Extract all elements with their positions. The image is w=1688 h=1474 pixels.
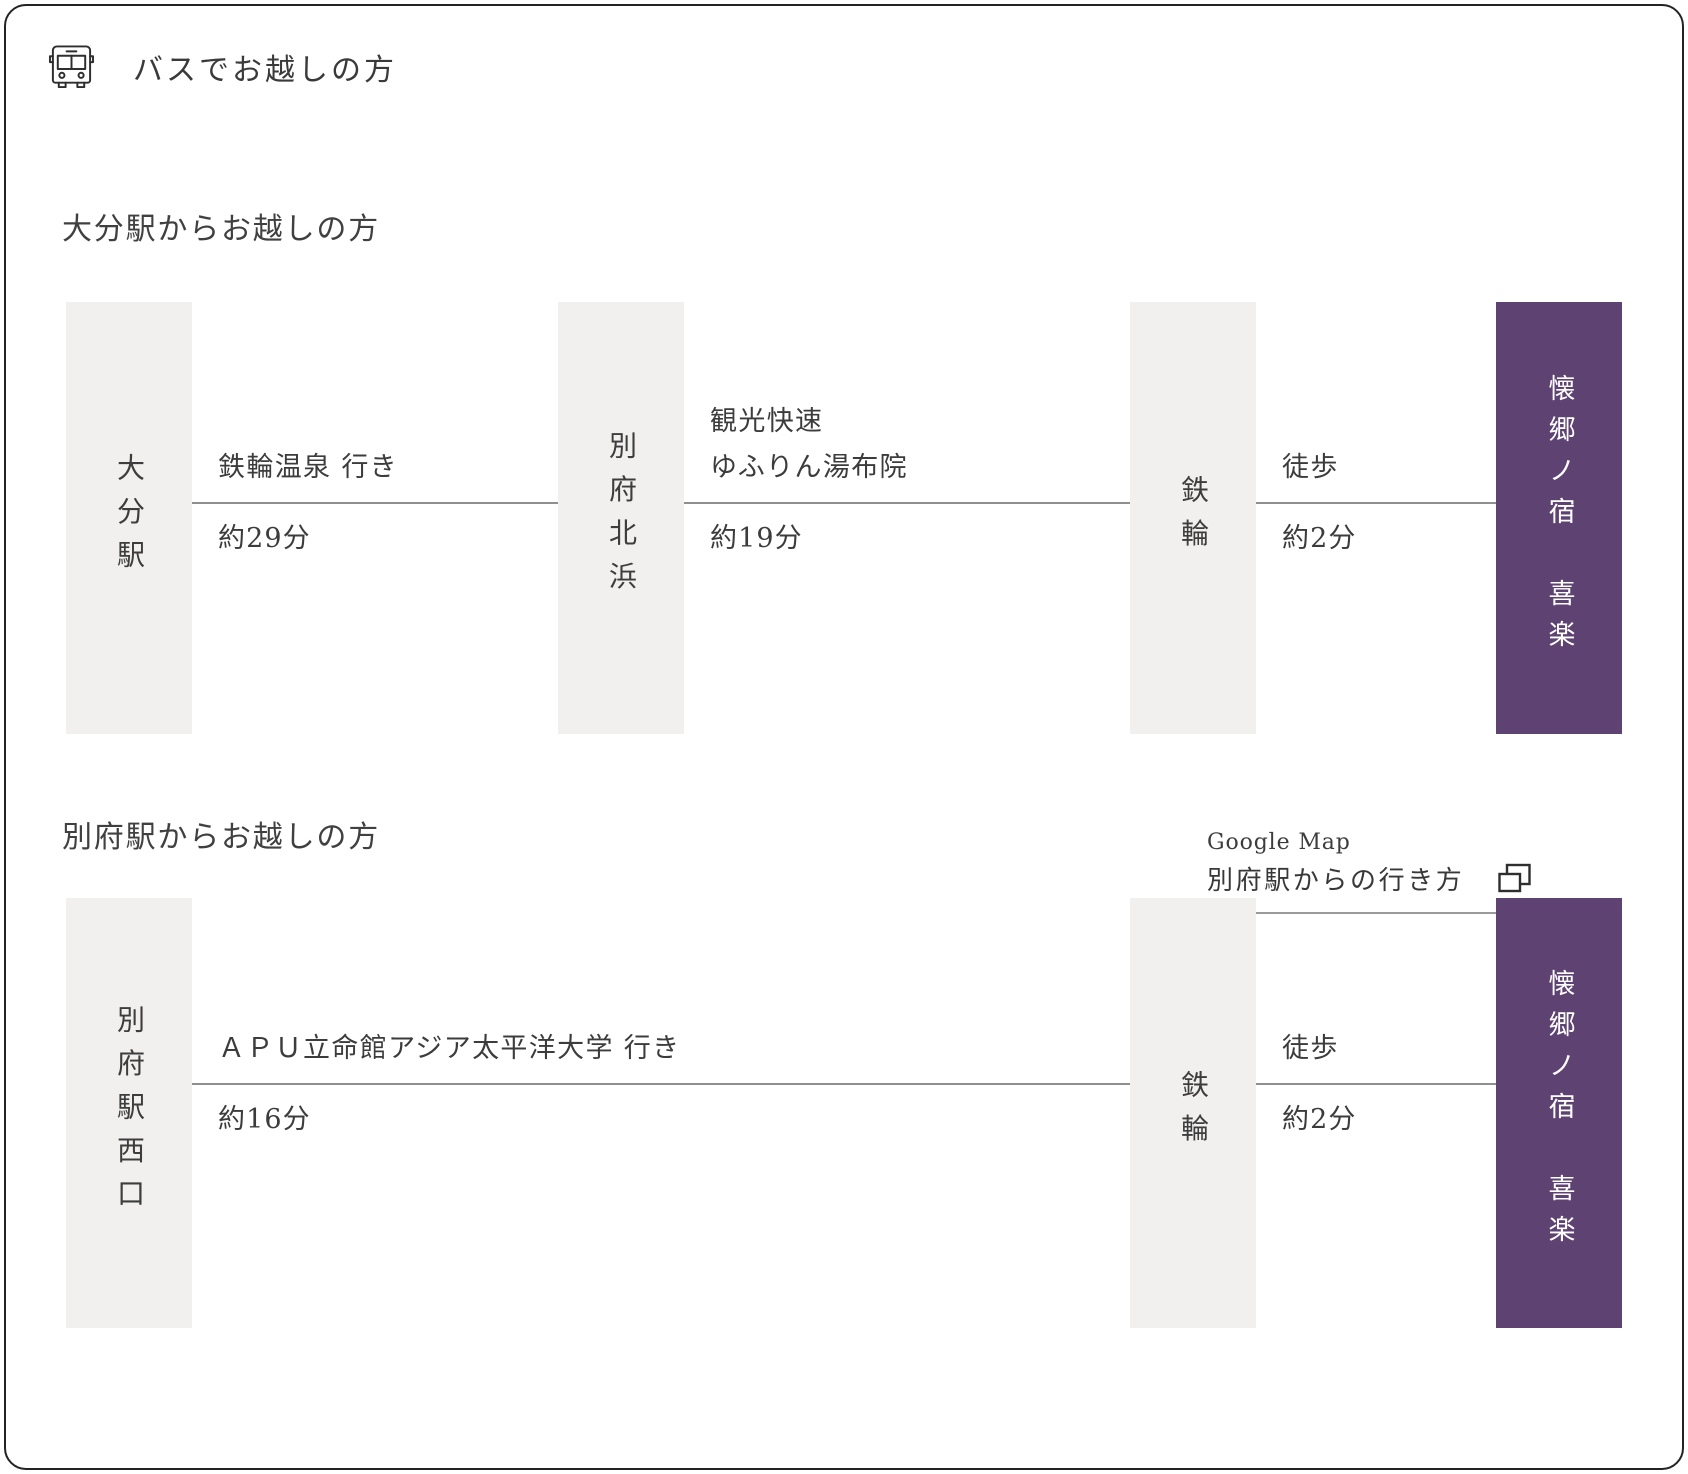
section-heading-oita: 大分駅からお越しの方 [62, 212, 380, 247]
route-duration: 約16分 [218, 1104, 311, 1135]
route-duration: 約19分 [710, 523, 803, 554]
station-name: 別府北浜 [605, 431, 638, 605]
station-name: 別府駅西口 [113, 1004, 146, 1222]
google-map-label: Google Map [1207, 830, 1351, 855]
station-box-kannawa: 鉄輪 [1130, 898, 1256, 1328]
station-box-beppu-kitahama: 別府北浜 [558, 302, 684, 734]
route-divider-line [684, 502, 1130, 504]
route-duration: 約2分 [1282, 1104, 1357, 1135]
route-duration: 約2分 [1282, 523, 1357, 554]
page-title: バスでお越しの方 [133, 53, 397, 88]
route-divider-line [192, 502, 558, 504]
route-leg-bus-apu: ＡＰＵ立命館アジア太平洋大学 行き 約16分 [192, 898, 1130, 1328]
route-leg-walk: 徒歩 約2分 [1256, 898, 1496, 1328]
route-name: 徒歩 [1282, 1032, 1339, 1064]
route-leg-bus-kannawa-onsen: 鉄輪温泉 行き 約29分 [192, 302, 558, 734]
route-divider-line [1256, 1083, 1496, 1085]
route-duration: 約29分 [218, 523, 311, 554]
route-name-line1: 観光快速 [710, 406, 824, 438]
section-heading-beppu: 別府駅からお越しの方 [62, 820, 380, 855]
google-map-link[interactable]: Google Map 別府駅からの行き方 [1207, 830, 1559, 914]
route-name: ＡＰＵ立命館アジア太平洋大学 行き [218, 1032, 681, 1064]
destination-name: 懐郷ノ宿 喜楽 [1543, 969, 1575, 1257]
route-flow-oita: 大分駅 鉄輪温泉 行き 約29分 別府北浜 観光快速 ゆふりん湯布院 約19分 … [66, 302, 1622, 734]
google-map-link-text: 別府駅からの行き方 [1207, 866, 1465, 896]
route-name: 徒歩 [1282, 451, 1339, 483]
bus-icon [48, 42, 95, 92]
destination-box-kiraku: 懐郷ノ宿 喜楽 [1496, 898, 1622, 1328]
route-leg-bus-yufurin: 観光快速 ゆふりん湯布院 約19分 [684, 302, 1130, 734]
station-box-beppu-west-exit: 別府駅西口 [66, 898, 192, 1328]
destination-name: 懐郷ノ宿 喜楽 [1543, 374, 1575, 662]
route-divider-line [192, 1083, 1130, 1085]
route-flow-beppu: 別府駅西口 ＡＰＵ立命館アジア太平洋大学 行き 約16分 鉄輪 徒歩 約2分 懐… [66, 898, 1622, 1328]
station-name: 大分駅 [113, 452, 146, 584]
route-name: 鉄輪温泉 行き [218, 451, 399, 483]
external-link-icon [1496, 862, 1533, 896]
route-leg-walk: 徒歩 約2分 [1256, 302, 1496, 734]
route-divider-line [1256, 502, 1496, 504]
station-box-kannawa: 鉄輪 [1130, 302, 1256, 734]
access-card: バスでお越しの方 大分駅からお越しの方 大分駅 鉄輪温泉 行き 約29分 別府北… [4, 4, 1684, 1470]
route-name-line2: ゆふりん湯布院 [710, 451, 908, 483]
station-box-oita-station: 大分駅 [66, 302, 192, 734]
station-name: 鉄輪 [1177, 474, 1210, 562]
page-title-row: バスでお越しの方 [48, 42, 397, 92]
destination-box-kiraku: 懐郷ノ宿 喜楽 [1496, 302, 1622, 734]
station-name: 鉄輪 [1177, 1069, 1210, 1157]
